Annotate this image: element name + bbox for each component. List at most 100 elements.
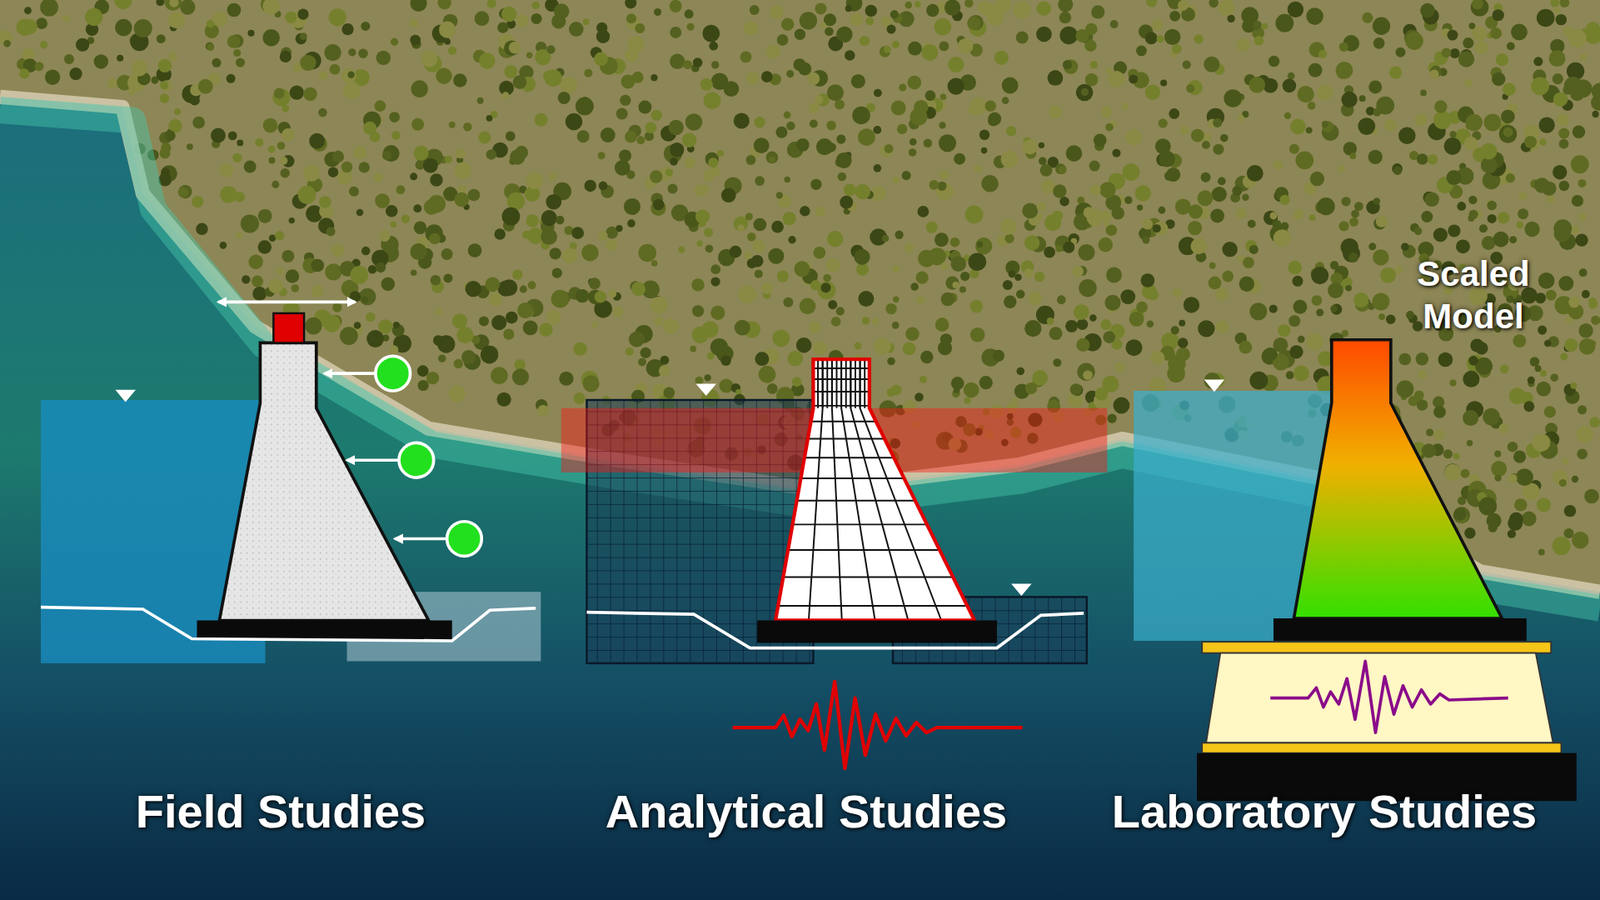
art-circle xyxy=(1536,497,1551,512)
art-circle xyxy=(926,4,939,17)
art-circle xyxy=(1208,0,1219,8)
art-circle xyxy=(792,376,803,387)
art-circle xyxy=(311,284,324,297)
art-circle xyxy=(634,23,645,34)
art-circle xyxy=(1580,53,1588,61)
art-circle xyxy=(1201,140,1211,150)
art-circle xyxy=(174,108,181,115)
art-circle xyxy=(339,326,359,345)
art-circle xyxy=(1571,531,1589,549)
art-circle xyxy=(525,214,539,227)
art-circle xyxy=(684,157,696,169)
art-circle xyxy=(754,351,769,366)
art-circle xyxy=(1412,320,1423,331)
art-circle xyxy=(965,204,984,224)
art-circle xyxy=(799,11,818,30)
art-circle xyxy=(558,371,574,386)
art-circle xyxy=(1249,244,1259,255)
art-circle xyxy=(1217,176,1227,185)
art-circle xyxy=(692,304,704,317)
art-circle xyxy=(1201,172,1212,183)
art-circle xyxy=(1336,68,1348,80)
art-circle xyxy=(902,342,917,356)
art-circle xyxy=(1197,319,1215,337)
art-circle xyxy=(1330,304,1342,315)
art-circle xyxy=(75,38,90,52)
art-circle xyxy=(588,277,601,290)
art-polygon xyxy=(1204,379,1226,393)
art-circle xyxy=(1475,40,1489,55)
art-circle xyxy=(1568,29,1587,48)
art-circle xyxy=(1591,83,1600,100)
art-circle xyxy=(390,38,399,46)
art-circle xyxy=(1188,204,1203,219)
art-circle xyxy=(626,13,637,24)
art-circle xyxy=(632,71,644,84)
art-circle xyxy=(1545,289,1557,301)
art-circle xyxy=(908,148,918,157)
art-circle xyxy=(1249,371,1268,390)
art-circle xyxy=(807,72,820,85)
art-circle xyxy=(429,173,443,186)
art-circle xyxy=(623,198,641,215)
art-polygon xyxy=(219,342,429,620)
art-circle xyxy=(219,241,228,250)
art-circle xyxy=(669,0,683,13)
art-circle xyxy=(447,521,483,557)
art-circle xyxy=(923,139,933,149)
art-circle xyxy=(1210,209,1225,224)
art-circle xyxy=(319,195,331,208)
art-circle xyxy=(1560,352,1568,360)
art-circle xyxy=(1497,211,1510,224)
art-circle xyxy=(497,22,509,34)
art-circle xyxy=(1375,96,1395,115)
art-circle xyxy=(894,230,903,240)
art-circle xyxy=(1082,369,1093,380)
art-circle xyxy=(1414,389,1425,400)
art-circle xyxy=(615,224,623,232)
art-circle xyxy=(979,375,993,389)
art-line xyxy=(832,408,843,621)
art-circle xyxy=(645,121,658,134)
art-circle xyxy=(1307,101,1316,110)
art-line xyxy=(859,358,862,409)
art-circle xyxy=(1285,370,1295,379)
art-circle xyxy=(348,186,359,197)
art-circle xyxy=(1066,144,1083,162)
art-circle xyxy=(1208,276,1222,290)
art-circle xyxy=(994,50,1009,65)
art-circle xyxy=(600,127,616,143)
art-circle xyxy=(1591,110,1599,118)
art-line xyxy=(347,458,399,462)
art-circle xyxy=(1457,496,1466,505)
art-circle xyxy=(631,281,646,296)
art-circle xyxy=(1172,288,1182,298)
art-circle xyxy=(1248,76,1266,94)
art-line xyxy=(755,456,1001,459)
art-circle xyxy=(1182,59,1192,69)
art-circle xyxy=(783,111,792,120)
art-circle xyxy=(1483,114,1501,132)
art-circle xyxy=(3,39,11,48)
art-circle xyxy=(1036,202,1047,212)
art-circle xyxy=(341,68,357,84)
art-circle xyxy=(546,309,561,324)
art-polygon xyxy=(775,358,975,620)
art-circle xyxy=(388,111,400,123)
art-circle xyxy=(707,157,718,168)
art-circle xyxy=(1378,313,1386,320)
art-circle xyxy=(240,214,260,233)
art-circle xyxy=(1311,294,1323,306)
art-circle xyxy=(1518,191,1527,200)
art-line xyxy=(218,300,355,305)
art-circle xyxy=(323,314,341,333)
art-rect xyxy=(273,313,305,344)
art-rect xyxy=(196,619,452,639)
art-circle xyxy=(940,93,948,100)
art-circle xyxy=(39,0,59,17)
art-circle xyxy=(1070,383,1082,395)
art-circle xyxy=(777,270,789,283)
art-line xyxy=(859,358,862,409)
art-circle xyxy=(909,108,928,126)
art-circle xyxy=(390,220,398,228)
